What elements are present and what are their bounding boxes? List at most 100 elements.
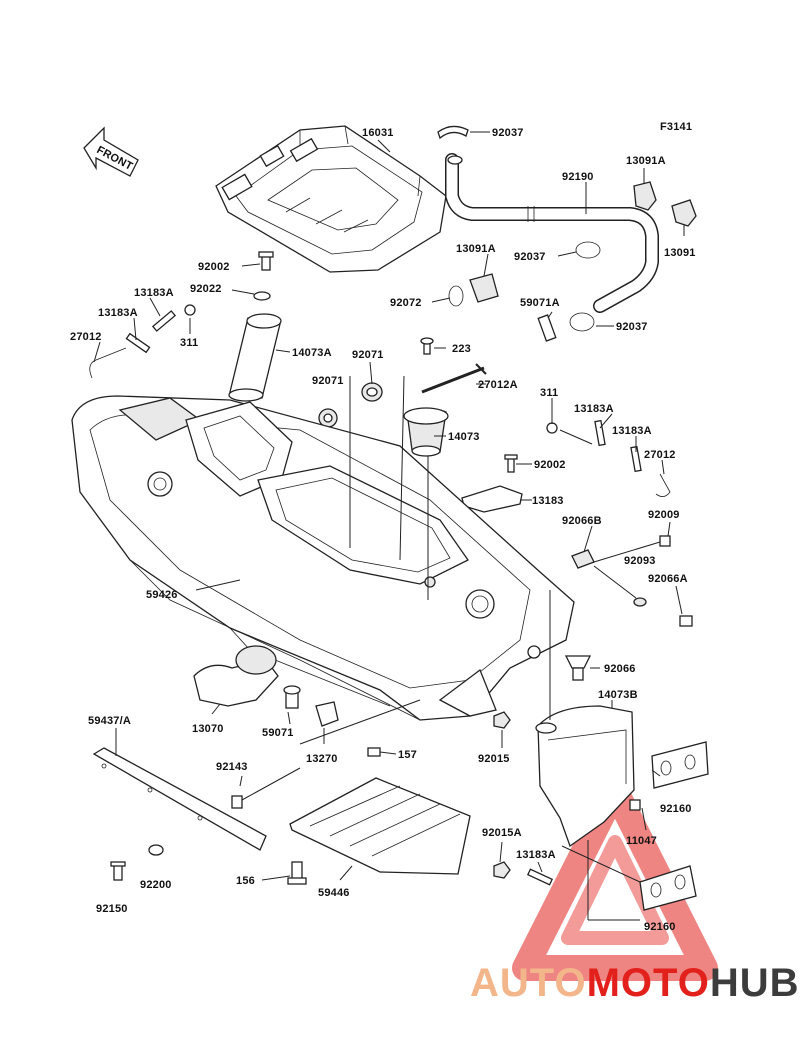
label-59446: 59446 <box>318 887 350 899</box>
rod-27012a <box>421 363 487 394</box>
label-92160-bottom: 92160 <box>644 921 676 933</box>
strap-13183a-2 <box>151 310 177 332</box>
label-92066b: 92066B <box>562 515 602 527</box>
label-14073b: 14073B <box>598 689 638 701</box>
plate-92160-bottom <box>639 865 697 911</box>
label-59071: 59071 <box>262 727 294 739</box>
strap-13183a-4 <box>630 445 642 473</box>
label-311-left: 311 <box>180 337 198 349</box>
label-59437: 59437/A <box>88 715 131 727</box>
bolt-92002-top <box>258 251 274 271</box>
label-13183a-1: 13183A <box>134 287 174 299</box>
strap-13183a-3 <box>594 419 606 447</box>
label-92037-top: 92037 <box>492 127 524 139</box>
label-59426: 59426 <box>146 589 178 601</box>
label-92037-low: 92037 <box>616 321 648 333</box>
bolt-92009 <box>659 535 671 547</box>
label-92143: 92143 <box>216 761 248 773</box>
fitting-92066b <box>571 549 595 569</box>
label-92022: 92022 <box>190 283 222 295</box>
label-92160-top: 92160 <box>660 803 692 815</box>
bolt-92150 <box>110 861 126 881</box>
hose-clamp-92037-low <box>569 312 595 332</box>
label-92009: 92009 <box>648 509 680 521</box>
label-59071a: 59071A <box>520 297 560 309</box>
fitting-59071 <box>283 685 301 709</box>
hook-27012-left <box>89 347 127 379</box>
clamp-92072 <box>448 285 464 307</box>
intake-grate-59446 <box>289 777 471 875</box>
label-27012-right: 27012 <box>644 449 676 461</box>
watermark-text: AUTOMOTOHUB <box>470 961 800 1005</box>
bracket-13183 <box>461 485 523 513</box>
hose-clamp-92037-top <box>437 125 469 140</box>
svg-text:AUTOMOTOHUB: AUTOMOTOHUB <box>470 961 800 1005</box>
plate-92160-top <box>651 741 709 789</box>
air-duct-14073 <box>403 407 449 457</box>
label-311-right: 311 <box>540 387 558 399</box>
label-14073a: 14073A <box>292 347 332 359</box>
watermark-hub: HUB <box>710 961 800 1005</box>
label-13183a-4: 13183A <box>612 425 652 437</box>
hose-clamp-92037-mid <box>575 241 601 259</box>
hull-59426 <box>71 395 575 721</box>
holder-13091 <box>671 199 697 227</box>
nut-92015 <box>493 711 511 729</box>
figure-code: F3141 <box>660 121 692 133</box>
label-92015a: 92015A <box>482 827 522 839</box>
watermark-auto: AUTO <box>470 961 587 1005</box>
nut-311-left <box>184 304 196 316</box>
label-13270: 13270 <box>306 753 338 765</box>
washer-92022 <box>253 291 271 301</box>
label-16031: 16031 <box>362 127 394 139</box>
bolt-156 <box>287 861 307 885</box>
label-13183a-2: 13183A <box>98 307 138 319</box>
label-92190: 92190 <box>562 171 594 183</box>
grommet-92071-right <box>361 382 383 402</box>
clamp-11047 <box>629 799 641 811</box>
stud-92143 <box>231 795 243 809</box>
label-11047: 11047 <box>626 835 657 847</box>
label-223: 223 <box>452 343 471 355</box>
nut-92015a <box>493 861 511 879</box>
leader-lines <box>93 131 685 921</box>
storage-tray-16031 <box>215 125 447 273</box>
strap-13183a-5 <box>526 868 554 886</box>
label-92071-left: 92071 <box>312 375 344 387</box>
label-92037-mid: 92037 <box>514 251 546 263</box>
hook-27012-right <box>655 473 671 497</box>
label-13091: 13091 <box>664 247 696 259</box>
label-92093: 92093 <box>624 555 656 567</box>
label-92066a: 92066A <box>648 573 688 585</box>
label-92015: 92015 <box>478 753 510 765</box>
label-27012a: 27012A <box>478 379 518 391</box>
label-92002-right: 92002 <box>534 459 566 471</box>
washer-92200 <box>148 844 164 856</box>
label-157: 157 <box>398 749 417 761</box>
strap-13183a-1 <box>125 332 151 354</box>
fitting-92066 <box>564 655 592 681</box>
label-92071-right: 92071 <box>352 349 384 361</box>
label-13183a-3: 13183A <box>574 403 614 415</box>
label-13091a-top: 13091A <box>626 155 666 167</box>
holder-13091a-top <box>633 181 657 211</box>
front-direction-arrow: FRONT <box>83 126 139 177</box>
label-13091a-mid: 13091A <box>456 243 496 255</box>
vent-hose-92190 <box>445 153 659 313</box>
part-labels: 16031 92037 13091A 92190 13091A 13091 92… <box>70 127 696 933</box>
watermark-moto: MOTO <box>587 961 710 1005</box>
rail-59437 <box>92 747 267 851</box>
bolt-92002-right <box>504 454 518 473</box>
label-92150: 92150 <box>96 903 128 915</box>
holder-13091a-mid <box>469 273 499 303</box>
screw-157 <box>367 747 381 757</box>
bracket-13270 <box>315 701 339 727</box>
intake-cover-13070 <box>193 645 279 707</box>
drain-plug-59071a <box>537 314 557 342</box>
washer-92093 <box>633 597 647 607</box>
label-92066: 92066 <box>604 663 636 675</box>
label-92072: 92072 <box>390 297 422 309</box>
label-92002-top: 92002 <box>198 261 230 273</box>
